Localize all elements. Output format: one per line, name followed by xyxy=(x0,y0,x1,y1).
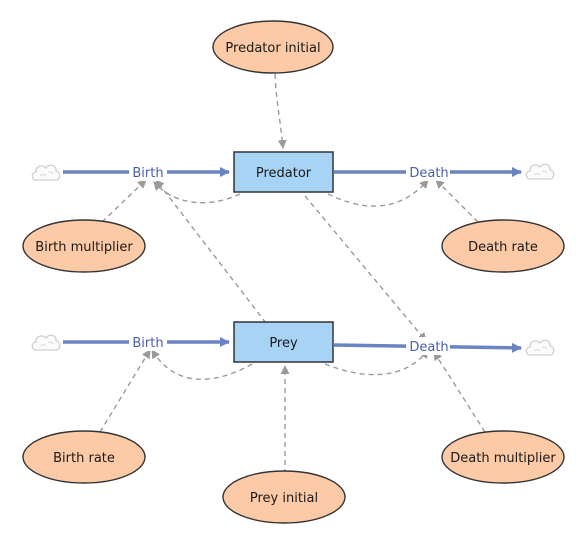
link-prey-to-prey-birth xyxy=(151,349,253,380)
aux-predator-initial-label: Predator initial xyxy=(225,41,320,56)
flow-label-background xyxy=(406,337,450,355)
prey-birth-flow-label[interactable]: Birth xyxy=(132,336,163,351)
cloud-icon xyxy=(525,163,555,180)
link-predator-to-predator-birth xyxy=(153,181,241,204)
link-death-rate-to-predator-death xyxy=(435,179,479,223)
aux-birth-rate-label: Birth rate xyxy=(53,451,115,466)
flow-label-background xyxy=(406,163,450,181)
aux-prey-initial[interactable]: Prey initial xyxy=(222,470,346,524)
aux-birth-multiplier-label: Birth multiplier xyxy=(35,240,133,255)
link-birth-multiplier-to-predator-birth xyxy=(101,179,147,223)
cloud-icon xyxy=(525,339,555,356)
aux-death-rate-label: Death rate xyxy=(468,240,538,255)
aux-predator-initial[interactable]: Predator initial xyxy=(212,20,334,74)
link-birth-rate-to-prey-birth xyxy=(99,349,151,433)
predator-death-flow-label[interactable]: Death xyxy=(409,166,448,181)
cloud-icon xyxy=(31,334,61,351)
aux-birth-multiplier[interactable]: Birth multiplier xyxy=(22,219,146,273)
prey-death-flow-label[interactable]: Death xyxy=(409,340,448,355)
stock-prey-label: Prey xyxy=(269,336,298,351)
link-predator-to-prey-death xyxy=(304,195,427,342)
aux-birth-rate[interactable]: Birth rate xyxy=(22,430,146,484)
link-prey-to-predator-birth xyxy=(155,179,267,324)
aux-death-rate[interactable]: Death rate xyxy=(441,219,565,273)
aux-prey-initial-label: Prey initial xyxy=(250,491,318,506)
link-predator-initial-to-predator xyxy=(274,73,287,149)
stock-prey[interactable]: Prey xyxy=(233,321,334,363)
aux-death-multiplier-label: Death multiplier xyxy=(450,451,556,466)
flow-label-background xyxy=(129,163,167,181)
flow-label-background xyxy=(129,333,167,351)
stock-predator[interactable]: Predator xyxy=(233,151,334,193)
link-predator-to-predator-death xyxy=(327,179,429,207)
link-death-multiplier-to-prey-death xyxy=(433,351,486,433)
aux-death-multiplier[interactable]: Death multiplier xyxy=(441,430,565,484)
cloud-icon xyxy=(31,164,61,181)
predator-birth-flow-label[interactable]: Birth xyxy=(132,166,163,181)
link-prey-to-prey-death xyxy=(324,349,429,376)
stock-predator-label: Predator xyxy=(256,166,312,181)
